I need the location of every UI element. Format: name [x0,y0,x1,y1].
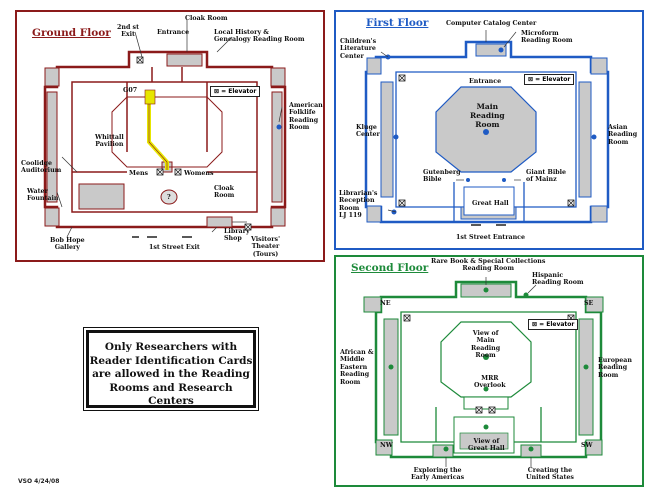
footer-code: VSO 4/24/08 [18,478,60,485]
second-label-se: SE [584,300,594,307]
ground-elevator-legend: ⊠ = Elevator [210,86,261,97]
second-floor-plan [363,277,604,467]
ground-label-cloak-room: Cloak Room [214,185,235,200]
first-floor-title: First Floor [366,17,429,29]
ground-label-question: ? [167,194,171,201]
first-label-kluge: Kluge Center [356,124,380,139]
second-label-mrr-overlook: MRR Overlook [474,375,506,390]
first-label-childrens-lit: Children's Literature Center [340,38,377,60]
researcher-notice-text: Only Researchers with Reader Identificat… [89,341,253,407]
second-floor-title: Second Floor [351,262,429,274]
first-label-entrance: Entrance [469,78,502,85]
second-label-rare-book: Rare Book & Special Collections Reading … [431,258,546,273]
second-label-nw: NW [380,442,393,449]
ground-label-bob-hope: Bob Hope Gallery [50,237,85,252]
first-floor-panel: First Floor ⊠ = Elevator Computer Catalo… [334,10,644,250]
ground-floor-panel: Ground Floor ⊠ = Elevator 2nd st Exit Cl… [15,10,325,262]
second-label-african: African & Middle Eastern Reading Room [340,349,374,386]
ground-label-mens: Mens [129,170,149,177]
first-label-giant-bible: Giant Bible of Mainz [526,169,567,184]
first-elevator-legend: ⊠ = Elevator [524,74,575,85]
second-label-exploring: Exploring the Early Americas [411,467,465,482]
ground-label-womens: Womens [184,170,214,177]
ground-label-entrance: Entrance [157,29,190,36]
ground-label-water-fountain: Water Fountain [27,188,59,203]
second-label-hispanic: Hispanic Reading Room [532,272,584,287]
ground-label-coolidge: Coolidge Auditorium [21,160,62,175]
ground-label-american-folklife: American Folklife Reading Room [289,102,323,132]
ground-label-library-shop: Library Shop [224,228,250,243]
second-label-view-great-hall: View of Great Hall [468,438,505,453]
ground-label-first-street-exit: 1st Street Exit [149,244,200,251]
first-label-librarians: Librarian's Reception Room LJ 119 [339,190,378,220]
ground-label-cloak-room-top: Cloak Room [185,15,228,22]
second-label-sw: SW [581,442,593,449]
second-label-ne: NE [380,300,391,307]
second-label-view-main: View of Main Reading Room [471,330,501,360]
first-elevator-legend-label: = Elevator [535,76,571,83]
elevator-icon: ⊠ [532,321,538,328]
ground-label-g07: G07 [123,87,138,94]
first-label-main-reading: Main Reading Room [470,102,505,129]
elevator-icon: ⊠ [214,88,220,95]
first-label-great-hall: Great Hall [472,200,509,207]
first-label-microform: Microform Reading Room [521,30,573,45]
ground-floor-plan [43,20,287,238]
second-elevator-legend-label: = Elevator [539,321,575,328]
elevator-icon: ⊠ [528,76,534,83]
ground-label-local-history: Local History & Genealogy Reading Room [214,29,305,44]
second-elevator-legend: ⊠ = Elevator [528,319,579,330]
ground-label-whittall: Whittall Pavilion [95,134,124,149]
second-label-european: European Reading Room [598,357,632,379]
first-label-first-street-entrance: 1st Street Entrance [456,234,526,241]
first-label-computer-catalog: Computer Catalog Center [446,20,537,27]
researcher-notice-box: Only Researchers with Reader Identificat… [83,327,259,411]
second-label-creating: Creating the United States [526,467,574,482]
first-label-gutenberg: Gutenberg Bible [423,169,461,184]
ground-label-2nd-st-exit: 2nd st Exit [117,24,140,39]
ground-elevator-legend-label: = Elevator [221,88,257,95]
second-floor-panel: Second Floor ⊠ = Elevator Rare Book & Sp… [334,255,644,487]
first-label-asian: Asian Reading Room [608,124,638,146]
ground-floor-title: Ground Floor [32,27,111,39]
ground-label-visitors-theater: Visitors' Theater (Tours) [251,236,281,258]
first-floor-plan [364,30,610,226]
